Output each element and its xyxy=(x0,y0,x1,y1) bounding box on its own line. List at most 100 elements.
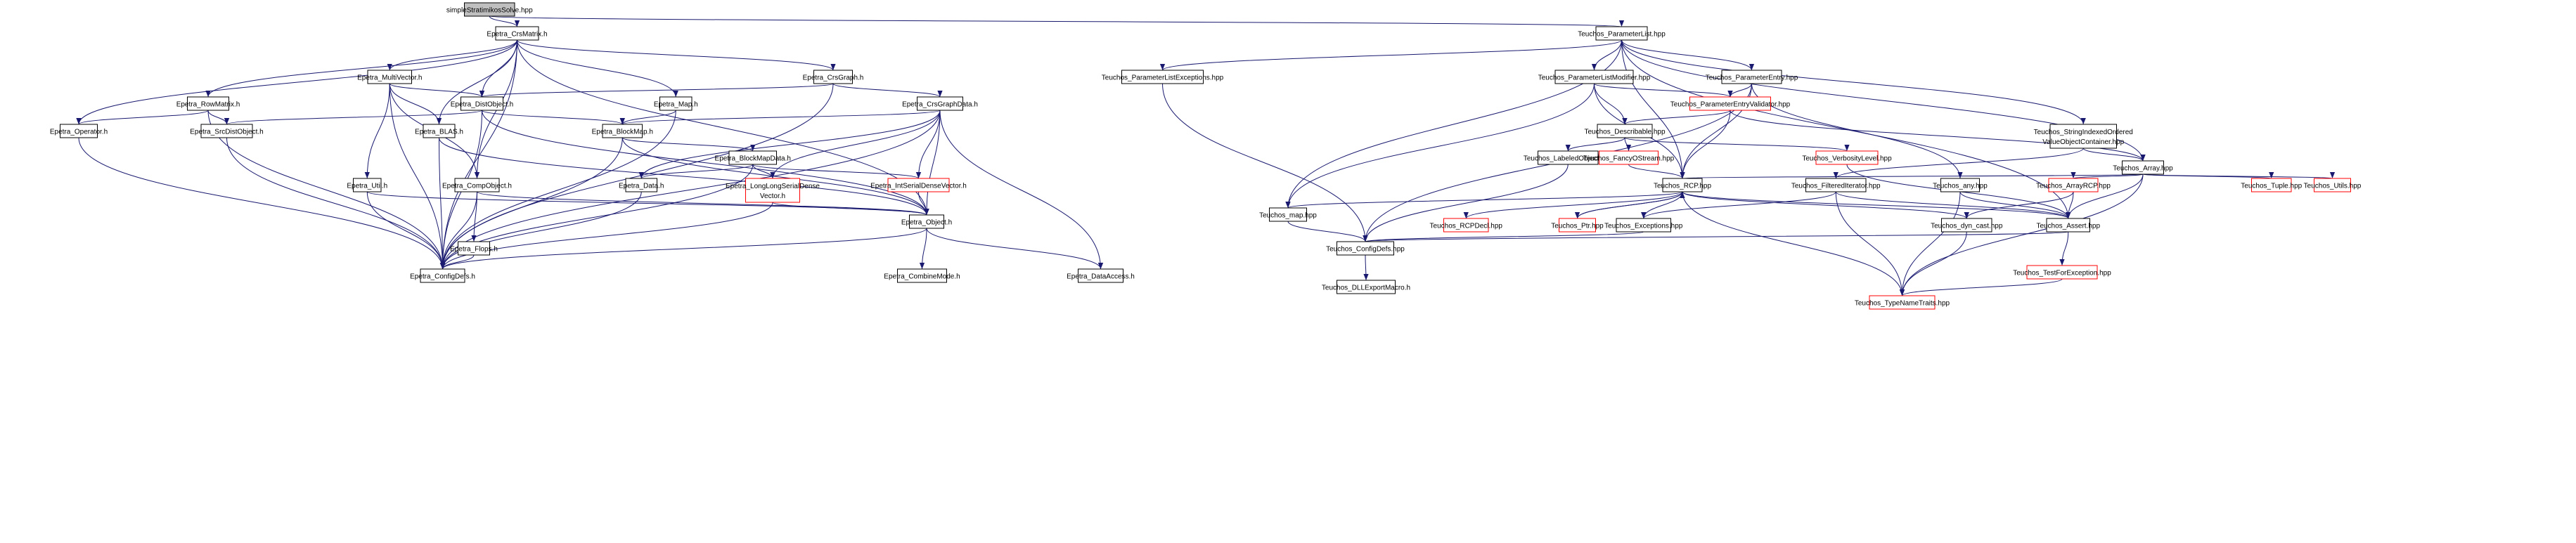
node-epetra-operator[interactable]: Epetra_Operator.h xyxy=(50,124,108,138)
edge-root-to-teuchos_parameterlist xyxy=(489,15,1623,27)
node-teuchos-labeledobject[interactable]: Teuchos_LabeledObject.hpp xyxy=(1524,150,1613,165)
node-epetra-blockmap[interactable]: Epetra_BlockMap.h xyxy=(592,124,653,138)
node-box xyxy=(2049,124,2117,149)
edge-teuchos_rcp-to-teuchos_typenametraits xyxy=(1682,191,1905,296)
node-epetra-configdefs[interactable]: Epetra_ConfigDefs.h xyxy=(410,268,475,283)
node-teuchos-entryvalidator[interactable]: Teuchos_ParameterEntryValidator.hpp xyxy=(1670,96,1791,111)
edge-teuchos_parameterlist-to-teuchos_plexceptions xyxy=(1160,39,1622,71)
node-teuchos-utils[interactable]: Teuchos_Utils.hpp xyxy=(2304,178,2362,192)
edge-epetra_crsmatrix-to-epetra_operator xyxy=(76,39,517,125)
node-epetra-map[interactable]: Epetra_Map.h xyxy=(654,96,698,111)
node-label: Vector.h xyxy=(760,192,785,200)
node-label: Teuchos_map.hpp xyxy=(1259,212,1317,220)
node-teuchos-typenametraits[interactable]: Teuchos_TypeNameTraits.hpp xyxy=(1855,295,1950,310)
node-epetra-data[interactable]: Epetra_Data.h xyxy=(619,178,664,192)
node-teuchos-dyncast[interactable]: Teuchos_dyn_cast.hpp xyxy=(1931,218,2003,233)
node-epetra-distobject[interactable]: Epetra_DistObject.h xyxy=(451,96,514,111)
edge-teuchos_plmodifier-to-teuchos_map xyxy=(1285,83,1595,209)
node-epetra-intserial[interactable]: Epetra_IntSerialDenseVector.h xyxy=(870,178,967,192)
node-box xyxy=(887,178,950,192)
node-teuchos-ptr[interactable]: Teuchos_Ptr.hpp xyxy=(1551,218,1604,233)
node-label: Teuchos_RCPDecl.hpp xyxy=(1430,223,1503,230)
node-box xyxy=(1538,150,1599,165)
node-epetra-srcdistobject[interactable]: Epetra_SrcDistObject.h xyxy=(190,124,264,138)
node-teuchos-fancyostream[interactable]: Teuchos_FancyOStream.hpp xyxy=(1583,150,1675,165)
node-epetra-compobject[interactable]: Epetra_CompObject.h xyxy=(442,178,512,192)
node-label: Teuchos_any.hpp xyxy=(1933,183,1988,190)
node-epetra-dataaccess[interactable]: Epetra_DataAccess.h xyxy=(1067,268,1135,283)
node-box xyxy=(454,178,500,192)
edge-teuchos_labeledobject-to-teuchos_configdefs xyxy=(1363,164,1569,242)
node-teuchos-arrayrcp[interactable]: Teuchos_ArrayRCP.hpp xyxy=(2036,178,2111,192)
node-teuchos-rcpdecl[interactable]: Teuchos_RCPDecl.hpp xyxy=(1430,218,1503,233)
dependency-edges xyxy=(76,15,2335,296)
edge-epetra_rowmatrix-to-epetra_configdefs xyxy=(207,110,446,270)
node-teuchos-stringindexed[interactable]: Teuchos_StringIndexedOrderedValueObjectC… xyxy=(2034,124,2133,149)
node-teuchos-dllexport[interactable]: Teuchos_DLLExportMacro.h xyxy=(1322,280,1410,294)
node-epetra-object[interactable]: Epetra_Object.h xyxy=(901,214,952,229)
edge-epetra_rowmatrix-to-epetra_srcdistobject xyxy=(207,110,230,125)
node-box xyxy=(2048,178,2099,192)
node-teuchos-map[interactable]: Teuchos_map.hpp xyxy=(1259,207,1317,222)
node-epetra-multivector[interactable]: Epetra_MultiVector.h xyxy=(357,70,422,84)
node-label: Epetra_RowMatrix.h xyxy=(176,101,240,109)
node-epetra-combinemode[interactable]: Epetra_CombineMode.h xyxy=(884,268,960,283)
node-epetra-rowmatrix[interactable]: Epetra_RowMatrix.h xyxy=(176,96,240,111)
node-box xyxy=(2026,265,2098,280)
node-teuchos-verbositylevel[interactable]: Teuchos_VerbosityLevel.hpp xyxy=(1802,150,1892,165)
node-epetra-crsgraphdata[interactable]: Epetra_CrsGraphData.h xyxy=(902,96,978,111)
node-teuchos-parameterlist[interactable]: Teuchos_ParameterList.hpp xyxy=(1578,26,1666,41)
edge-epetra_multivector-to-epetra_configdefs xyxy=(389,83,446,270)
edge-epetra_object-to-epetra_configdefs xyxy=(440,228,927,270)
node-epetra-blas[interactable]: Epetra_BLAS.h xyxy=(415,124,463,138)
node-box xyxy=(625,178,657,192)
edge-epetra_crsmatrix-to-epetra_blas xyxy=(436,39,517,125)
edge-epetra_distobject-to-epetra_blockmap xyxy=(482,110,625,125)
edge-teuchos_dyncast-to-teuchos_typenametraits xyxy=(1899,231,1967,296)
node-teuchos-plmodifier[interactable]: Teuchos_ParameterListModifier.hpp xyxy=(1538,70,1651,84)
edge-epetra_crsmatrix-to-epetra_map xyxy=(517,39,678,98)
edge-teuchos_stringindexed-to-teuchos_filterediterator xyxy=(1833,148,2084,179)
node-teuchos-exceptions[interactable]: Teuchos_Exceptions.hpp xyxy=(1604,218,1683,233)
edge-teuchos_parameterlist-to-teuchos_paramentry xyxy=(1621,39,1755,71)
node-teuchos-assert[interactable]: Teuchos_Assert.hpp xyxy=(2036,218,2100,233)
node-epetra-crsgraph[interactable]: Epetra_CrsGraph.h xyxy=(803,70,864,84)
node-teuchos-configdefs[interactable]: Teuchos_ConfigDefs.hpp xyxy=(1326,241,1405,256)
node-teuchos-filterediterator[interactable]: Teuchos_FilteredIterator.hpp xyxy=(1791,178,1881,192)
node-epetra-crsmatrix[interactable]: Epetra_CrsMatrix.h xyxy=(487,26,548,41)
node-box xyxy=(200,124,253,138)
node-box xyxy=(2122,160,2164,175)
node-label: Teuchos_TypeNameTraits.hpp xyxy=(1855,300,1950,308)
node-teuchos-plexceptions[interactable]: Teuchos_ParameterListExceptions.hpp xyxy=(1102,70,1224,84)
node-teuchos-testforexception[interactable]: Teuchos_TestForException.hpp xyxy=(2013,265,2111,280)
node-epetra-flops[interactable]: Epetra_Flops.h xyxy=(450,241,498,256)
node-teuchos-paramentry[interactable]: Teuchos_ParameterEntry.hpp xyxy=(1706,70,1798,84)
node-label: Epetra_CompObject.h xyxy=(442,183,512,190)
edge-teuchos_assert-to-teuchos_testforexception xyxy=(2059,231,2069,266)
node-label: Epetra_SrcDistObject.h xyxy=(190,129,264,136)
node-box xyxy=(1721,70,1782,84)
node-teuchos-tuple[interactable]: Teuchos_Tuple.hpp xyxy=(2241,178,2303,192)
node-box xyxy=(420,268,465,283)
node-epetra-blockmapdata[interactable]: Epetra_BlockMapData.h xyxy=(715,150,791,165)
edge-epetra_map-to-epetra_configdefs xyxy=(439,110,676,270)
edge-epetra_crsmatrix-to-epetra_multivector xyxy=(387,39,517,71)
node-teuchos-describable[interactable]: Teuchos_Describable.hpp xyxy=(1584,124,1666,138)
edge-teuchos_parameterlist-to-teuchos_rcp xyxy=(1621,39,1685,179)
edge-epetra_crsmatrix-to-epetra_crsgraph xyxy=(517,39,836,71)
node-teuchos-array[interactable]: Teuchos_Array.hpp xyxy=(2113,160,2173,175)
node-epetra-util[interactable]: Epetra_Util.h xyxy=(347,178,387,192)
node-box xyxy=(60,124,98,138)
node-box xyxy=(464,2,515,17)
edge-teuchos_paramentry-to-teuchos_entryvalidator xyxy=(1727,83,1752,98)
node-teuchos-rcp[interactable]: Teuchos_RCP.hpp xyxy=(1654,178,1712,192)
edge-epetra_crsgraph-to-epetra_crsgraphdata xyxy=(832,83,943,98)
edge-epetra_multivector-to-epetra_distobject xyxy=(389,83,484,98)
edge-teuchos_plmodifier-to-teuchos_describable xyxy=(1594,83,1628,125)
node-label: Epetra_Object.h xyxy=(901,219,952,227)
node-teuchos-any[interactable]: Teuchos_any.hpp xyxy=(1933,178,1988,192)
edge-root-to-epetra_crsmatrix xyxy=(489,15,520,27)
edge-epetra_map-to-epetra_blockmap xyxy=(619,110,676,125)
